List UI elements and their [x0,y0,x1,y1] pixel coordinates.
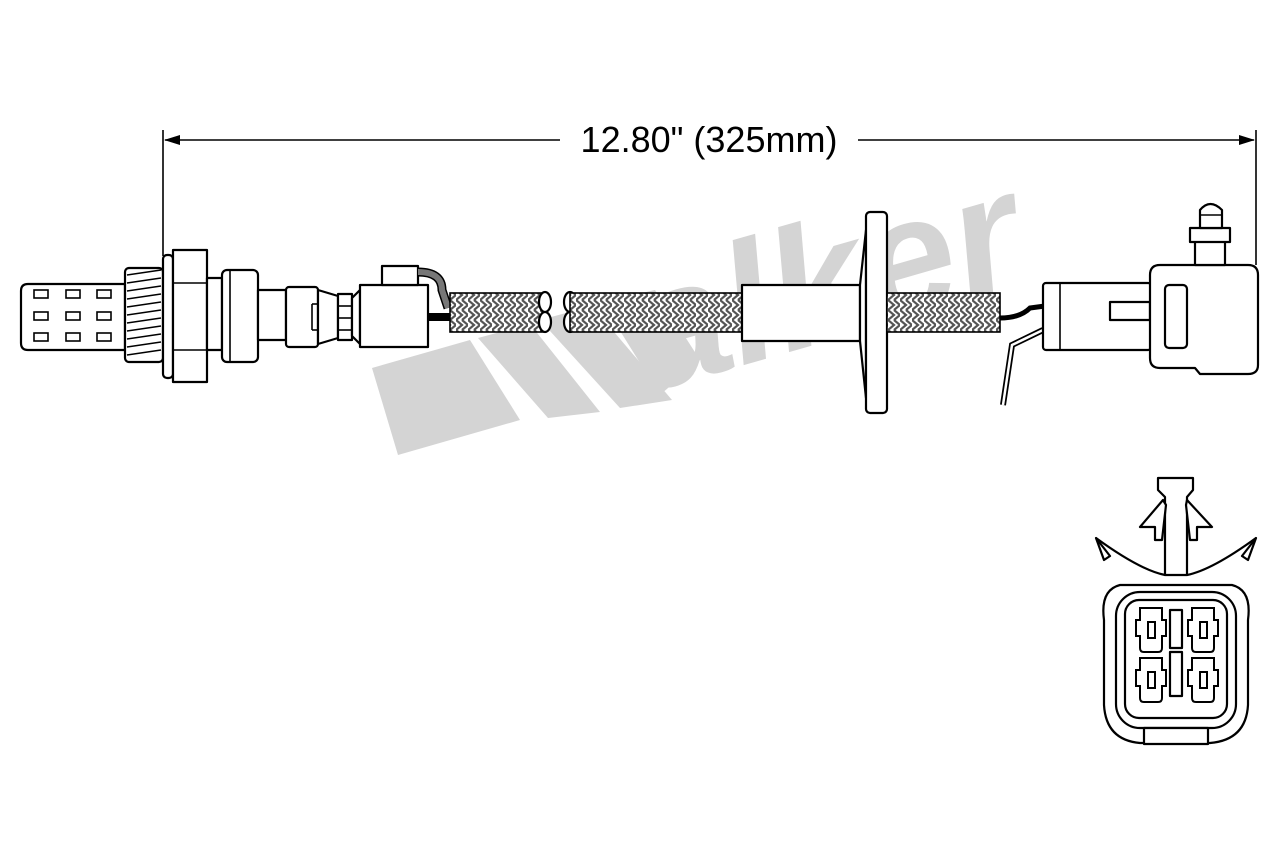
harness-connector-side [1041,202,1260,376]
body-ring [220,268,260,364]
braided-cable [449,210,1046,415]
gray-lead-wire [417,269,451,309]
boot-tab [380,264,420,287]
mounting-flange [864,210,889,415]
hex-nut [171,248,209,384]
crimp-sleeve [284,285,320,349]
svg-text:alker: alker [608,133,1050,427]
overall-length-dimension: 12.80" (325mm) [162,119,1257,265]
wire-boot [358,283,430,349]
connector-latch [1198,202,1224,230]
sensor-body [19,248,453,384]
arrow-left-icon [164,135,180,145]
cable-grommet [740,283,862,343]
black-lead-wire [428,313,452,321]
arrow-right-icon [1239,135,1255,145]
ground-wire [1001,328,1044,406]
connector-slot [1163,283,1189,350]
terminal-cavities [1135,607,1219,703]
connector-face-view [1094,476,1258,746]
dimension-label: 12.80" (325mm) [581,119,838,160]
shield-slots [33,289,112,342]
grommet [336,292,354,342]
sealing-washer [161,253,175,380]
